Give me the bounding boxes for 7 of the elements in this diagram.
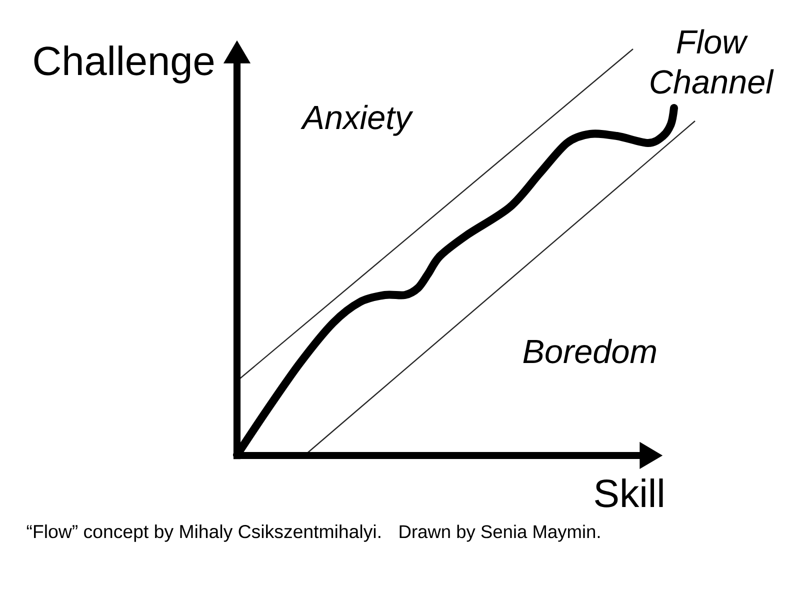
caption: “Flow” concept by Mihaly Csikszentmihalyi. — [26, 524, 380, 542]
region-label: Anxiety — [300, 104, 414, 136]
region-label: Boredom — [523, 338, 656, 364]
axis-label: Skill — [595, 478, 663, 508]
axis-label: Challenge — [34, 46, 214, 84]
channel-label: Flow Channel — [650, 29, 774, 94]
credit-note: Drawn by Senia Maymin. — [400, 524, 600, 542]
